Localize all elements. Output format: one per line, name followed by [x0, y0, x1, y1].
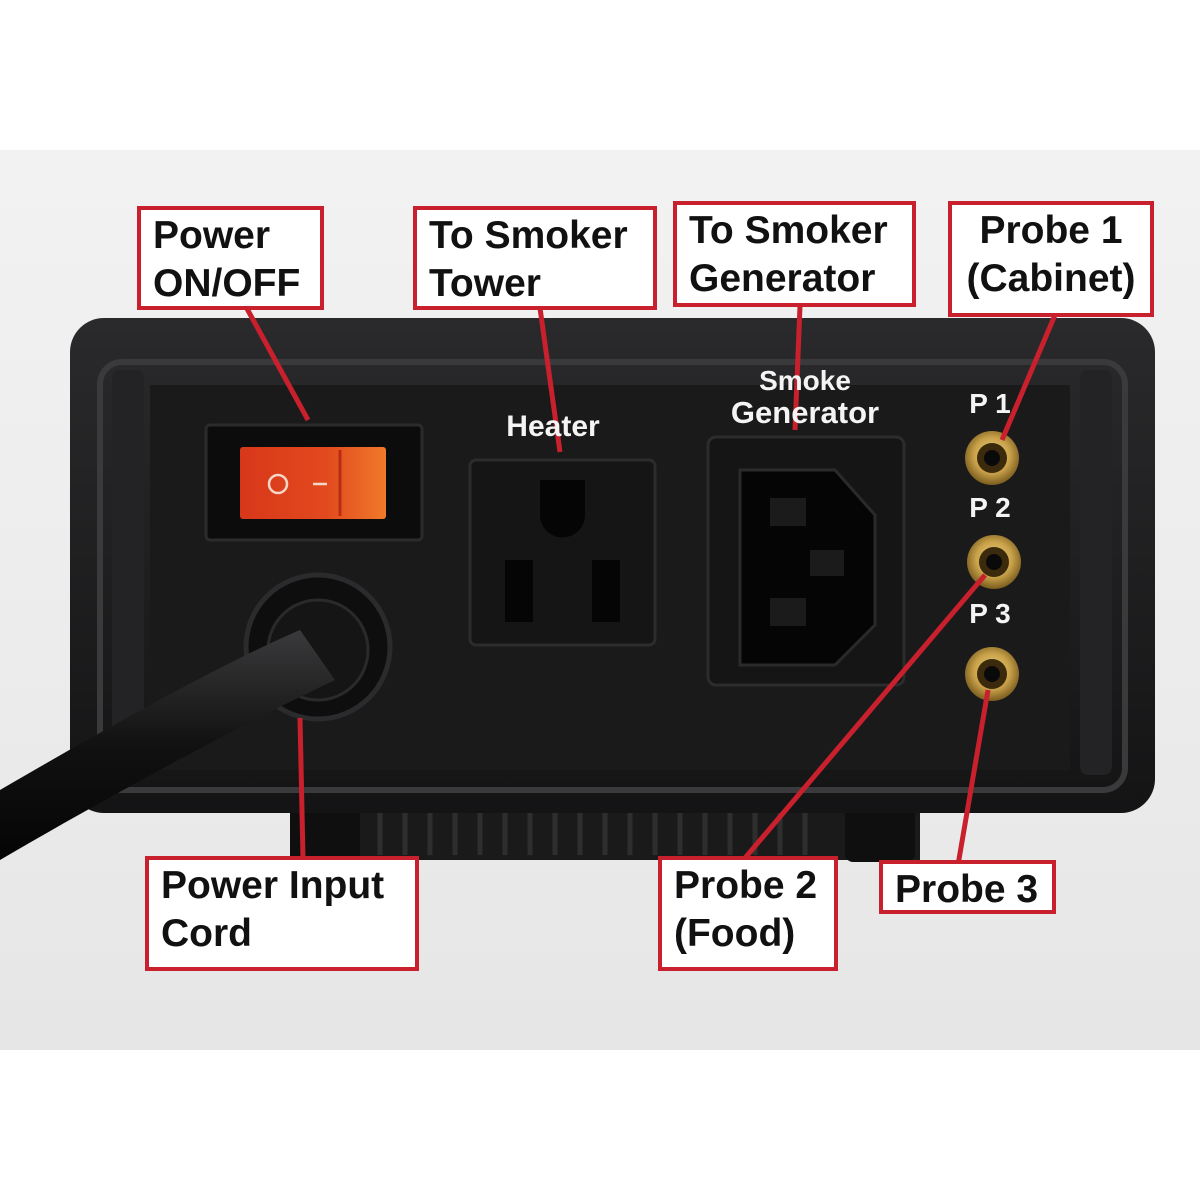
callout-text-line: Probe 3 [895, 868, 1039, 911]
callout-smoker-tower: To Smoker Tower [413, 206, 657, 310]
callout-text-line: Power Input [161, 864, 385, 907]
power-cord [0, 572, 393, 860]
heater-label: Heater [506, 410, 600, 443]
callout-power-switch: Power ON/OFF [137, 206, 324, 310]
leader-lines [242, 303, 1058, 866]
smoke-label-bottom: Generator [730, 395, 880, 430]
leader-probe-2 [743, 573, 987, 860]
callout-text-line: Probe 1 [979, 209, 1123, 252]
probe-label-1: P 1 [969, 388, 1011, 419]
probe-jack-1[interactable] [965, 431, 1019, 485]
callout-text-line: To Smoker [429, 214, 628, 257]
callout-text-line: To Smoker [689, 209, 888, 252]
power-rocker-switch[interactable] [204, 423, 424, 542]
leader-smoker-generator [792, 305, 803, 431]
callout-probe-1: Probe 1 (Cabinet) [948, 201, 1154, 317]
leader-power-cord [297, 717, 306, 859]
leader-probe-3 [955, 689, 991, 866]
leader-probe-1 [999, 314, 1058, 441]
heater-outlet[interactable] [468, 458, 657, 647]
callout-power-cord: Power Input Cord [145, 856, 419, 971]
smoke-generator-socket[interactable] [706, 435, 906, 687]
callout-text-line: Tower [429, 262, 541, 305]
callout-smoker-generator: To Smoker Generator [673, 201, 916, 307]
probe-jack-3[interactable] [965, 647, 1019, 701]
callout-text-line: (Food) [674, 912, 796, 955]
probe-label-3: P 3 [969, 598, 1011, 629]
callout-probe-3: Probe 3 [879, 860, 1056, 914]
leader-power-switch [242, 303, 311, 422]
probe-jack-2[interactable] [967, 535, 1021, 589]
callout-text-line: ON/OFF [153, 262, 301, 305]
callout-text-line: Power [153, 214, 271, 257]
callout-text-line: Generator [689, 257, 876, 300]
smoke-label-top: Smoke [759, 365, 851, 396]
probe-label-2: P 2 [969, 492, 1011, 523]
callout-text-line: (Cabinet) [966, 257, 1136, 300]
callout-probe-2: Probe 2 (Food) [658, 856, 838, 971]
leader-smoker-tower [537, 307, 563, 453]
callout-text-line: Probe 2 [674, 864, 818, 907]
callout-text-line: Cord [161, 912, 252, 955]
